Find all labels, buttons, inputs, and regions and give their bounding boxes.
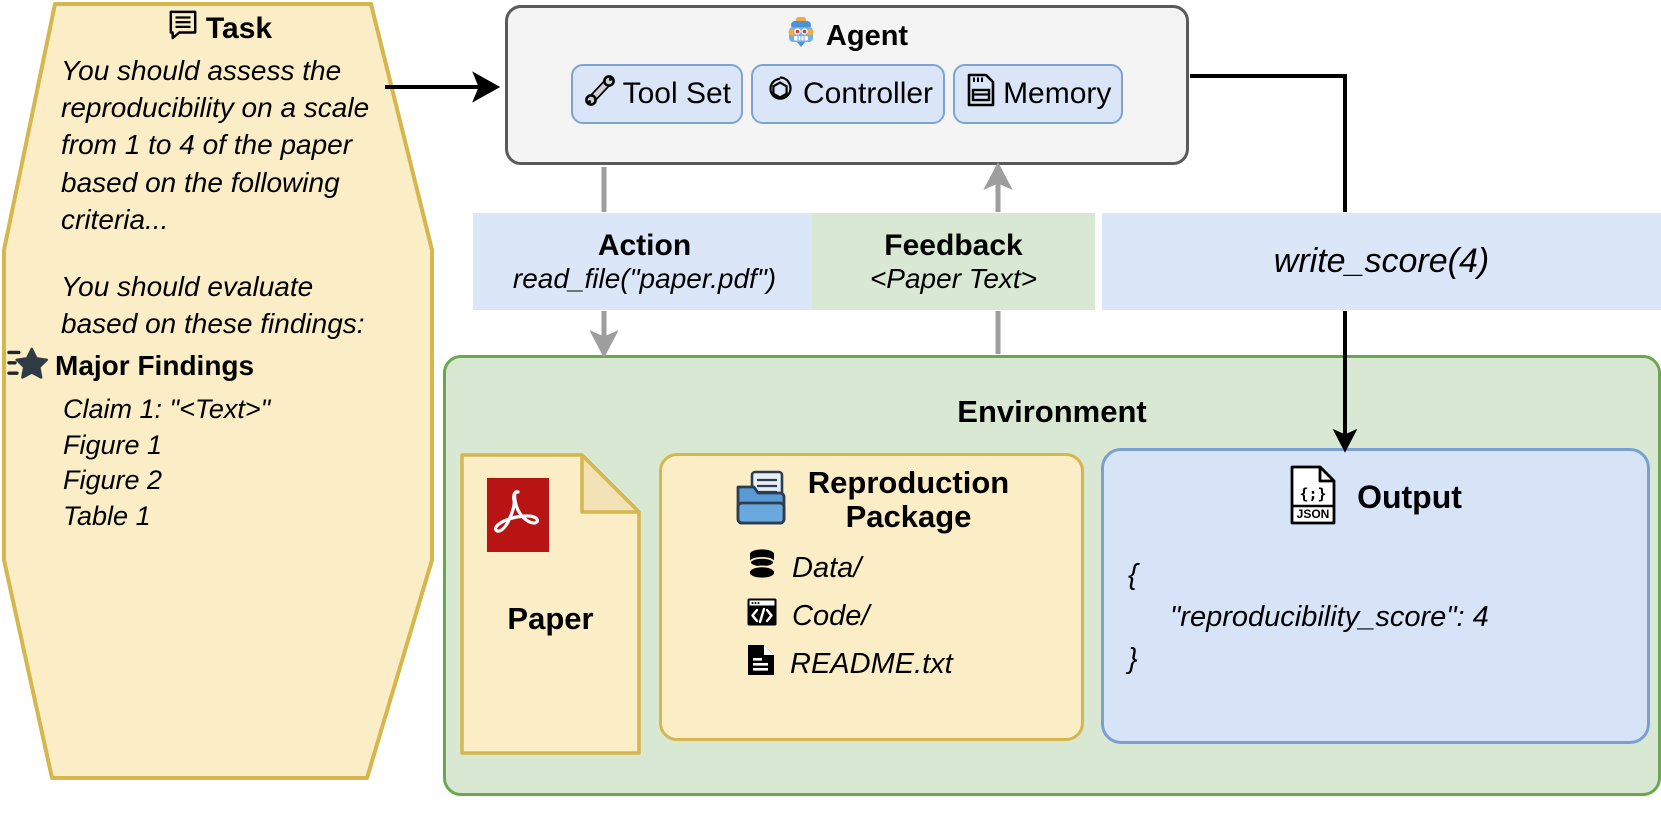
agent-component-memory[interactable]: Memory (953, 64, 1124, 124)
agent-component-controller[interactable]: Controller (751, 64, 946, 124)
list-item[interactable]: README.txt (746, 640, 1081, 688)
list-item-label: Data/ (792, 551, 862, 584)
json-file-icon: {;} JSON (1289, 465, 1337, 530)
action-value: read_file("paper.pdf") (512, 262, 777, 294)
json-open-brace: { (1128, 559, 1138, 591)
findings-list: Claim 1: "<Text>" Figure 1 Figure 2 Tabl… (55, 392, 385, 536)
paper-label: Paper (507, 601, 594, 636)
task-panel: Task You should assess the reproducibili… (0, 0, 436, 790)
svg-text:{;}: {;} (1300, 485, 1327, 503)
repro-title-line1: Reproduction (807, 465, 1010, 500)
output-json-body: { "reproducibility_score": 4 } (1104, 530, 1647, 680)
agent-component-label: Tool Set (622, 77, 731, 110)
agent-title-row: Agent (508, 8, 1186, 64)
agent-component-label: Memory (1003, 77, 1112, 110)
task-title: Task (205, 12, 273, 45)
arrow-agent-to-write-score (1190, 74, 1347, 212)
major-findings-title-row: Major Findings (7, 347, 385, 386)
agent-components: Tool Set (508, 64, 1186, 124)
output-card[interactable]: {;} JSON Output { "reproducibility_score… (1101, 448, 1650, 744)
agent-title: Agent (825, 19, 909, 52)
major-findings-title: Major Findings (55, 350, 255, 382)
svg-text:JSON: JSON (1297, 507, 1330, 521)
list-item-label: Code/ (792, 599, 870, 632)
reproduction-package-items: Data/ (662, 534, 1081, 688)
openai-icon (763, 73, 797, 115)
list-item-label: README.txt (790, 647, 953, 680)
robot-icon (786, 16, 816, 56)
task-title-row: Task (55, 10, 385, 48)
action-message-box: Action read_file("paper.pdf") (473, 213, 816, 310)
task-paragraph-1: You should assess the reproducibility on… (61, 55, 370, 235)
reproduction-package-title: Reproduction Package (807, 465, 1010, 535)
wrench-icon (583, 73, 617, 115)
agent-panel: Agent Tool Set (505, 5, 1189, 165)
output-header: {;} JSON Output (1104, 451, 1647, 530)
list-item[interactable]: Code/ (746, 592, 1081, 640)
json-close-brace: } (1128, 643, 1138, 676)
folder-documents-icon (734, 467, 796, 534)
pdf-icon (487, 478, 549, 557)
output-title: Output (1357, 479, 1462, 515)
list-item[interactable]: Data/ (746, 544, 1081, 592)
write-score-value: write_score(4) (1273, 242, 1490, 280)
reproduction-package-header: Reproduction Package (662, 456, 1081, 534)
database-icon (746, 548, 778, 588)
task-paragraph-2: You should evaluate based on these findi… (61, 271, 365, 340)
star-list-icon (7, 347, 49, 386)
agent-component-tool-set[interactable]: Tool Set (570, 64, 743, 124)
document-note-icon (168, 10, 198, 48)
feedback-title: Feedback (884, 229, 1023, 263)
json-line: "reproducibility_score": 4 (1170, 601, 1489, 634)
environment-title: Environment (957, 394, 1147, 429)
task-content: Task You should assess the reproducibili… (7, 10, 385, 536)
list-item: Figure 1 (63, 429, 163, 460)
feedback-message-box: Feedback <Paper Text> (812, 213, 1095, 310)
action-title: Action (597, 229, 692, 263)
repro-title-line2: Package (845, 499, 972, 535)
feedback-value: <Paper Text> (869, 262, 1038, 294)
write-score-message-box: write_score(4) (1102, 213, 1661, 310)
reproduction-package-card[interactable]: Reproduction Package Dat (659, 453, 1084, 741)
task-spacer (55, 238, 385, 268)
text-file-icon (746, 644, 776, 684)
sd-card-icon (965, 73, 997, 115)
list-item: Table 1 (63, 501, 151, 532)
paper-card[interactable]: Paper (460, 453, 641, 755)
environment-panel: Environment Paper (443, 355, 1661, 796)
list-item: Figure 2 (63, 465, 163, 496)
list-item: Claim 1: "<Text>" (63, 393, 271, 424)
agent-component-label: Controller (803, 77, 934, 110)
code-window-icon (746, 596, 778, 636)
